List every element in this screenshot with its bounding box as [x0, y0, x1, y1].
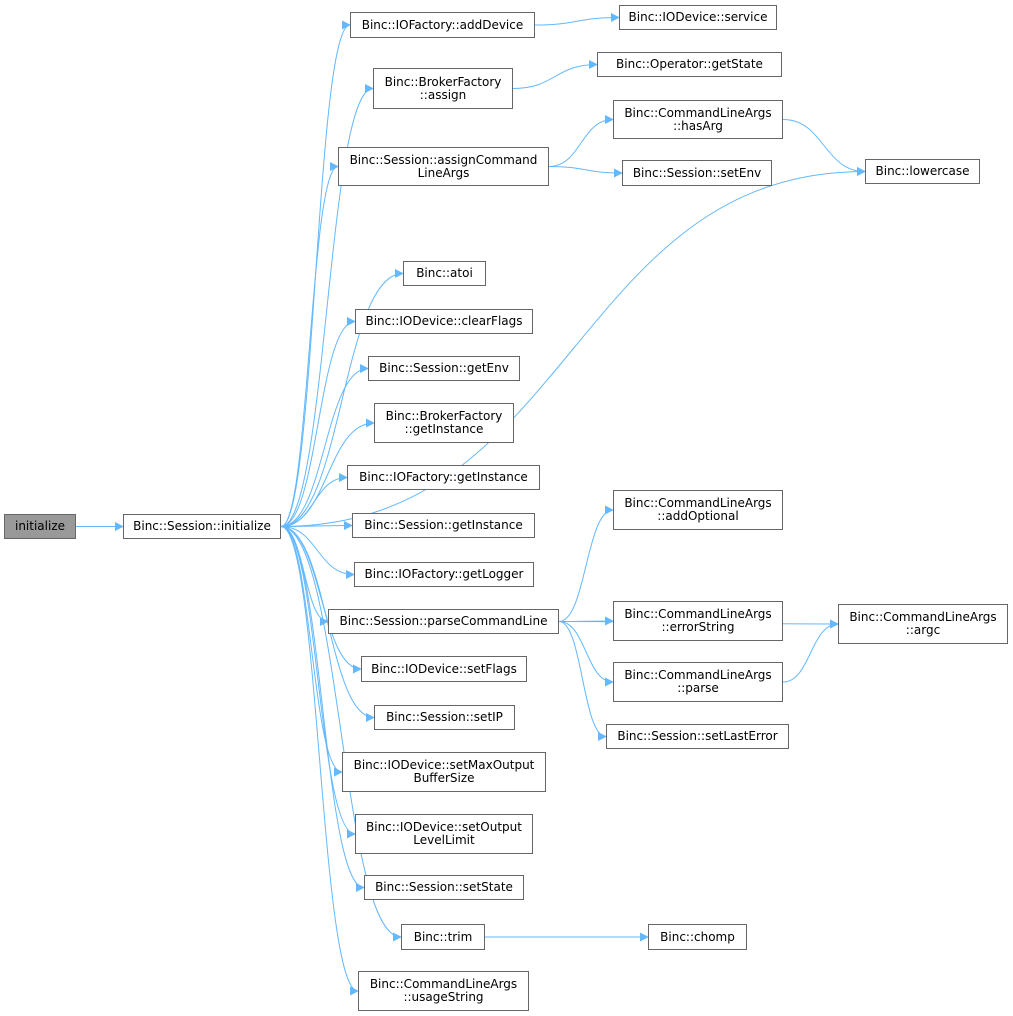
node-label: Binc::Session::setEnv	[632, 165, 762, 180]
node-label-line1: Binc::IODevice::setMaxOutput	[353, 758, 535, 772]
node-brokerfactory-getinstance[interactable]: Binc::BrokerFactory ::getInstance	[374, 403, 514, 443]
edge-session_initialize-to-iodevice_clearflags	[280, 317, 356, 527]
node-label: Binc::lowercase	[875, 164, 970, 178]
node-trim[interactable]: Binc::trim	[401, 924, 485, 950]
edge-iofactory_adddevice-to-iodevice_service	[534, 13, 620, 26]
edge-session_initialize-to-brokerfactory_assign	[280, 84, 374, 527]
node-label: Binc::IODevice::clearFlags	[365, 314, 523, 328]
node-label-line1: Binc::CommandLineArgs	[624, 607, 772, 621]
node-lowercase[interactable]: Binc::lowercase	[865, 159, 980, 184]
node-label: Binc::Session::parseCommandLine	[339, 614, 548, 628]
node-label: Binc::Session::initialize	[133, 519, 271, 533]
edge-session_initialize-to-lowercase	[280, 167, 866, 527]
node-session-setenv[interactable]: Binc::Session::setEnv	[622, 160, 772, 186]
node-brokerfactory-assign[interactable]: Binc::BrokerFactory ::assign	[373, 68, 513, 109]
edge-session_parsecommandline-to-commandlineargs_parse	[558, 621, 614, 687]
node-label-line2: BufferSize	[413, 771, 475, 785]
node-iodevice-setflags[interactable]: Binc::IODevice::setFlags	[361, 656, 527, 682]
edge-session_initialize-to-session_setstate	[280, 526, 365, 892]
edge-session_initialize-to-session_getenv	[280, 364, 369, 527]
node-iodevice-setoutputlevellimit[interactable]: Binc::IODevice::setOutput LevelLimit	[355, 814, 533, 854]
node-label-line1: Binc::IODevice::setOutput	[366, 820, 522, 834]
edge-session_initialize-to-session_getinstance	[280, 521, 353, 531]
node-session-getinstance[interactable]: Binc::Session::getInstance	[352, 513, 535, 538]
edge-session_initialize-to-iodevice_setmaxoutputbuffersize	[280, 526, 343, 777]
node-label: Binc::Session::setState	[375, 880, 513, 894]
edge-commandlineargs_parse-to-commandlineargs_argc	[782, 619, 839, 683]
node-label: Binc::Session::getEnv	[379, 361, 509, 375]
node-label-line2: LineArgs	[417, 165, 470, 180]
node-commandlineargs-argc[interactable]: Binc::CommandLineArgs ::argc	[838, 604, 1008, 644]
edge-session_initialize-to-session_assigncommandlineargs	[280, 162, 339, 527]
node-atoi[interactable]: Binc::atoi	[403, 261, 486, 286]
node-session-setlasterror[interactable]: Binc::Session::setLastError	[606, 724, 789, 749]
node-label: Binc::atoi	[416, 266, 473, 280]
node-label-line2: ::argc	[905, 623, 941, 637]
node-session-initialize[interactable]: Binc::Session::initialize	[123, 514, 281, 539]
node-session-setstate[interactable]: Binc::Session::setState	[364, 875, 524, 900]
edge-session_initialize-to-iofactory_getlogger	[280, 526, 355, 579]
node-label-line2: ::parse	[677, 681, 719, 695]
node-label-line2: ::errorString	[661, 620, 735, 634]
node-commandlineargs-addoptional[interactable]: Binc::CommandLineArgs ::addOptional	[613, 490, 783, 530]
edge-session_parsecommandline-to-session_setlasterror	[558, 621, 607, 741]
edge-session_parsecommandline-to-commandlineargs_errorstring	[558, 616, 614, 626]
edge-commandlineargs_hasarg-to-lowercase	[782, 119, 866, 176]
node-commandlineargs-parse[interactable]: Binc::CommandLineArgs ::parse	[613, 662, 783, 702]
edge-session_initialize-to-iofactory_getinstance	[280, 473, 348, 527]
node-label-line1: Binc::BrokerFactory	[385, 409, 503, 423]
node-iodevice-service[interactable]: Binc::IODevice::service	[619, 5, 777, 30]
node-commandlineargs-hasarg[interactable]: Binc::CommandLineArgs ::hasArg	[613, 100, 783, 139]
node-label-line1: Binc::Session::assignCommand	[349, 152, 538, 167]
edge-brokerfactory_assign-to-operator_getstate	[512, 60, 598, 89]
node-label: Binc::Session::setLastError	[617, 729, 778, 743]
node-label: Binc::IOFactory::getLogger	[364, 567, 524, 581]
edge-session_assigncommandlineargs-to-commandlineargs_hasarg	[548, 115, 614, 167]
node-label-line2: ::usageString	[403, 990, 484, 1004]
node-label: Binc::IOFactory::getInstance	[359, 470, 528, 484]
node-iofactory-getlogger[interactable]: Binc::IOFactory::getLogger	[354, 562, 534, 587]
node-commandlineargs-usagestring[interactable]: Binc::CommandLineArgs ::usageString	[358, 971, 529, 1011]
node-label: Binc::Operator::getState	[616, 57, 763, 71]
node-label: Binc::Session::setIP	[386, 710, 503, 724]
node-iodevice-clearflags[interactable]: Binc::IODevice::clearFlags	[355, 309, 533, 334]
node-label-line1: Binc::BrokerFactory	[384, 74, 502, 89]
node-label: Binc::trim	[413, 929, 473, 944]
edge-session_initialize-to-commandlineargs_usagestring	[280, 526, 359, 996]
node-label-line2: ::getInstance	[404, 422, 484, 436]
node-label-line1: Binc::CommandLineArgs	[624, 105, 772, 120]
edge-session_parsecommandline-to-commandlineargs_addoptional	[558, 505, 614, 622]
node-label: Binc::IODevice::service	[628, 10, 768, 24]
node-initialize[interactable]: initialize	[4, 514, 76, 539]
node-operator-getstate[interactable]: Binc::Operator::getState	[597, 52, 782, 77]
edge-session_initialize-to-session_setip	[280, 526, 375, 722]
edge-session_assigncommandlineargs-to-session_setenv	[548, 166, 623, 178]
node-label-line1: Binc::CommandLineArgs	[369, 977, 518, 991]
node-iofactory-adddevice[interactable]: Binc::IOFactory::addDevice	[350, 12, 535, 38]
node-session-setip[interactable]: Binc::Session::setIP	[374, 705, 515, 730]
node-label: initialize	[14, 519, 65, 533]
edge-session_initialize-to-trim	[280, 526, 402, 942]
node-iofactory-getinstance[interactable]: Binc::IOFactory::getInstance	[347, 465, 540, 490]
node-session-parsecommandline[interactable]: Binc::Session::parseCommandLine	[328, 609, 559, 634]
node-label: Binc::chomp	[660, 929, 735, 944]
node-label: Binc::IOFactory::addDevice	[361, 17, 524, 32]
node-label: Binc::IODevice::setFlags	[371, 661, 517, 676]
node-label-line2: ::hasArg	[673, 118, 723, 133]
node-chomp[interactable]: Binc::chomp	[648, 924, 747, 950]
node-label-line2: ::addOptional	[657, 509, 739, 523]
node-session-assigncommandlineargs[interactable]: Binc::Session::assignCommand LineArgs	[338, 147, 549, 186]
node-label-line1: Binc::CommandLineArgs	[624, 496, 772, 510]
node-label-line2: LevelLimit	[413, 833, 475, 847]
node-label-line1: Binc::CommandLineArgs	[624, 668, 772, 682]
node-label-line1: Binc::CommandLineArgs	[849, 610, 997, 624]
node-iodevice-setmaxoutputbuffersize[interactable]: Binc::IODevice::setMaxOutput BufferSize	[342, 752, 546, 792]
node-label: Binc::Session::getInstance	[364, 518, 523, 532]
node-commandlineargs-errorstring[interactable]: Binc::CommandLineArgs ::errorString	[613, 601, 783, 641]
edge-session_initialize-to-iodevice_setoutputlevellimit	[280, 526, 356, 839]
node-label-line2: ::assign	[419, 87, 467, 102]
node-session-getenv[interactable]: Binc::Session::getEnv	[368, 356, 520, 381]
edge-session_initialize-to-atoi	[280, 269, 404, 527]
